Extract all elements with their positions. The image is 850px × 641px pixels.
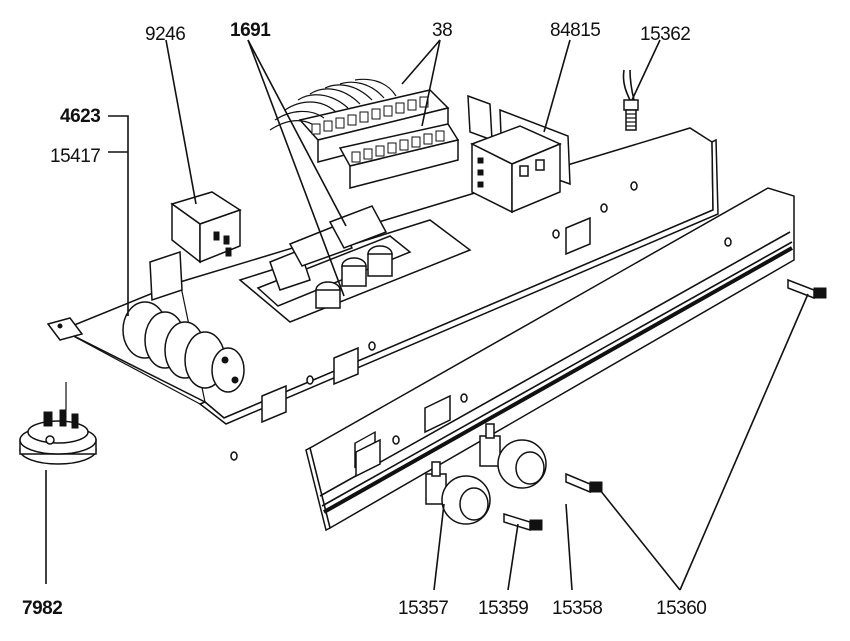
switch-15358	[479, 423, 547, 489]
relay-component	[170, 191, 242, 264]
terminal-block-group	[269, 78, 460, 189]
label-15359: 15359	[478, 598, 528, 619]
cam-timer-assembly	[122, 250, 245, 393]
sensor-probe	[622, 69, 639, 131]
panel-cutouts	[230, 181, 732, 478]
label-84815: 84815	[550, 20, 600, 41]
lamp-15360-a	[565, 472, 603, 494]
label-15362: 15362	[640, 24, 690, 45]
switch-15357	[425, 461, 491, 525]
pressure-switch	[19, 382, 97, 465]
label-15417: 15417	[50, 146, 100, 167]
label-9246: 9246	[145, 24, 185, 45]
leader-lines	[45, 39, 809, 591]
label-15357: 15357	[398, 598, 448, 619]
lamp-15359	[503, 512, 543, 532]
label-1691: 1691	[230, 20, 271, 41]
label-15360: 15360	[656, 598, 706, 619]
contactor-component	[470, 125, 562, 214]
label-4623: 4623	[60, 106, 100, 127]
lamp-15360-b	[787, 278, 827, 300]
label-15358: 15358	[552, 598, 602, 619]
label-38: 38	[432, 20, 452, 41]
label-7982: 7982	[22, 598, 62, 619]
